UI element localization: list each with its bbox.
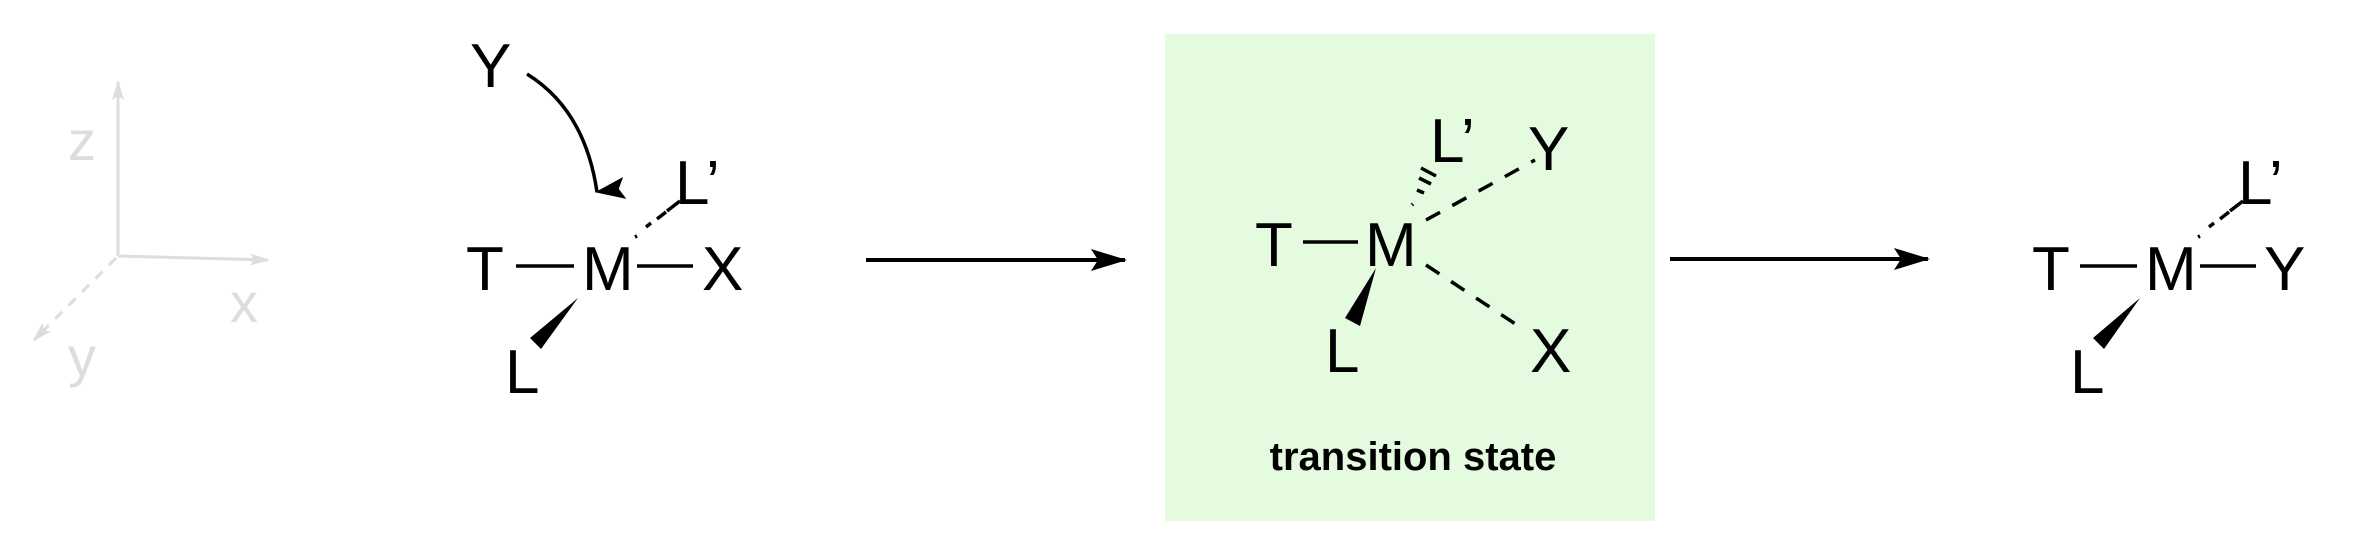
atom-L: L	[505, 338, 539, 407]
product-complex: T M Y L’ L	[2032, 149, 2305, 407]
atom-M: M	[582, 235, 634, 304]
ts-partial-bond-M-Y	[1425, 158, 1536, 222]
atom-X: X	[702, 235, 743, 304]
wedge-bond-M-L	[530, 298, 578, 349]
atom-L-prime: L’	[675, 149, 720, 218]
z-axis-label: z	[68, 109, 96, 172]
product-atom-L-prime: L’	[2238, 149, 2283, 218]
transition-state-caption: transition state	[1270, 435, 1557, 479]
ts-atom-T: T	[1255, 211, 1293, 280]
nucleophile-Y: Y	[470, 32, 511, 101]
ts-atom-Y: Y	[1528, 115, 1569, 184]
y-axis-label: y	[68, 325, 96, 388]
ts-atom-M: M	[1365, 211, 1417, 280]
product-hashed-bond-M-Lprime	[2197, 199, 2245, 239]
transition-state: T M L’ Y X L transition state	[1165, 34, 1655, 521]
ts-atom-X: X	[1530, 317, 1571, 386]
ts-wedge-bond-M-L	[1345, 268, 1376, 326]
product-atom-M: M	[2145, 235, 2197, 304]
ts-atom-L: L	[1325, 317, 1359, 386]
product-wedge-bond-M-L	[2093, 298, 2140, 349]
coordinate-axes: z x y	[32, 80, 270, 388]
ts-partial-bond-M-X	[1425, 263, 1521, 329]
x-axis	[117, 253, 270, 266]
product-atom-Y: Y	[2264, 235, 2305, 304]
reactant-complex: Y T M X L’ L	[466, 32, 743, 407]
hashed-bond-M-Lprime	[634, 199, 682, 239]
x-axis-label: x	[230, 271, 258, 334]
product-atom-T: T	[2032, 235, 2070, 304]
ts-hashed-bond-M-Lprime	[1410, 166, 1437, 207]
transition-state-box	[1165, 34, 1655, 521]
atom-T: T	[466, 235, 504, 304]
y-axis	[32, 256, 118, 342]
nucleophile-attack-arrow	[526, 72, 627, 199]
ts-atom-L-prime: L’	[1430, 107, 1475, 176]
product-atom-L: L	[2070, 338, 2104, 407]
